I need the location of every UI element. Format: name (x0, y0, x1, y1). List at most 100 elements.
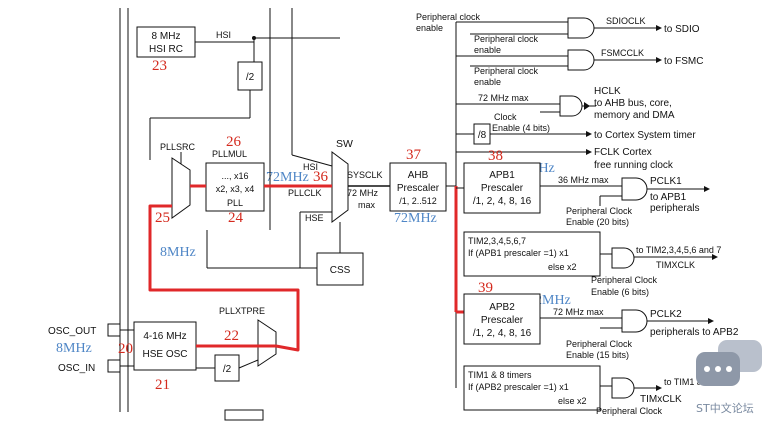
sysclk-max-line2: max (358, 200, 376, 210)
tim1-line1: TIM1 & 8 timers (468, 370, 532, 380)
fsmc-en-line2: enable (474, 77, 501, 87)
sdio-en-line2: enable (474, 45, 501, 55)
hsi-to-sw (291, 154, 333, 167)
apb2-prescaler-box (463, 293, 541, 345)
pll-line3: PLL (227, 198, 243, 208)
apb1-line1: APB1 (489, 170, 515, 181)
annotation-36: 36 (313, 169, 329, 185)
chat-dot-3 (726, 366, 732, 372)
clock-en-line1: Clock (494, 112, 517, 122)
pll-line2: x2, x3, x4 (216, 184, 255, 194)
pllmul-label: PLLMUL (212, 149, 247, 159)
ahb-line1: AHB (408, 170, 429, 181)
sdioclk-label: SDIOCLK (606, 16, 646, 26)
annotation-22: 22 (224, 328, 239, 344)
hclk-and-gate (559, 95, 583, 117)
cortex-arrow (586, 131, 592, 137)
hclk-line2: to AHB bus, core, (594, 98, 672, 109)
sdio-arrow (656, 25, 662, 31)
pllxtpre-label: PLLXTPRE (219, 306, 265, 316)
tim1-line3: else x2 (558, 396, 587, 406)
to-sdio-label: to SDIO (664, 24, 700, 35)
css-box (316, 252, 364, 286)
annotation-21: 21 (155, 377, 170, 393)
apb1-line3: /1, 2, 4, 8, 16 (473, 196, 532, 207)
freq-72mhz-ahb: 72MHz (394, 211, 437, 226)
annotation-26: 26 (226, 134, 242, 150)
highlight-path-hse (148, 204, 300, 352)
pclk1-line3: peripherals (650, 203, 699, 214)
osc-in-label: OSC_IN (58, 363, 95, 374)
tim2-line2: If (APB1 prescaler =1) x1 (468, 248, 569, 258)
hse-osc-line1: 4-16 MHz (143, 331, 186, 342)
pclk2-en-line1: Peripheral Clock (566, 339, 633, 349)
hsi-rc-line1: 8 MHz (152, 31, 181, 42)
tim2-line3: else x2 (548, 262, 577, 272)
hsi-label: HSI (216, 30, 231, 40)
fsmc-arrow (656, 57, 662, 63)
pclk1-en-line2: Enable (20 bits) (566, 217, 629, 227)
osc-out-label: OSC_OUT (48, 326, 96, 337)
hse-osc-line2: HSE OSC (142, 349, 187, 360)
tim2-box (463, 231, 601, 277)
tim2-en-line1: Peripheral Clock (591, 275, 658, 285)
chat-dot-1 (704, 366, 710, 372)
annotation-25: 25 (155, 210, 170, 226)
hse-div2-label: /2 (223, 364, 232, 375)
cortex-timer-label: to Cortex System timer (594, 130, 696, 141)
periph-top-line2: enable (416, 23, 443, 33)
div2-to-mux (238, 359, 259, 369)
watermark-text: ST中文论坛 (696, 401, 754, 415)
hclk-max-label: 72 MHz max (478, 93, 529, 103)
tim2-line1: TIM2,3,4,5,6,7 (468, 236, 526, 246)
osc-out-pin (107, 323, 121, 337)
annotation-24: 24 (228, 210, 244, 226)
pclk2-and-gate (621, 309, 648, 333)
pclk1-arrow (704, 186, 710, 192)
pllsrc-label: PLLSRC (160, 142, 196, 152)
apb2-line1: APB2 (489, 302, 515, 313)
annotation-39: 39 (478, 280, 493, 296)
pclk1-en-line1: Peripheral Clock (566, 206, 633, 216)
chat-dot-2 (715, 366, 721, 372)
tim1-arrow (656, 385, 662, 391)
sw-hsi-input: HSI (303, 162, 318, 172)
osc-in-pin (107, 359, 121, 373)
apb2-line3: /1, 2, 4, 8, 16 (473, 328, 532, 339)
hsi-rc-line2: HSI RC (149, 44, 183, 55)
bottom-stub-box (224, 409, 264, 421)
fsmcclk-label: FSMCCLK (601, 48, 644, 58)
tim2-arrow (712, 254, 718, 260)
sw-hse-input: HSE (305, 213, 324, 223)
pclk2-arrow (708, 318, 714, 324)
tim2-en-line2: Enable (6 bits) (591, 287, 649, 297)
apb1-prescaler-box (463, 162, 541, 214)
freq-8mhz-mid: 8MHz (160, 245, 196, 260)
fclk-line1: FCLK Cortex (594, 147, 652, 158)
fsmc-and-gate (567, 49, 595, 71)
clock-en-line2: Enable (4 bits) (492, 123, 550, 133)
periph-top-line1: Peripheral clock (416, 12, 481, 22)
sdio-en-line1: Peripheral clock (474, 34, 539, 44)
pllxtpre-mux (257, 319, 277, 367)
sw-label: SW (336, 138, 353, 150)
freq-8mhz-osc: 8MHz (56, 341, 92, 356)
to-tim2-label: to TIM2,3,4,5,6 and 7 (636, 245, 721, 255)
css-label: CSS (330, 265, 351, 276)
pclk1-line1: PCLK1 (650, 176, 682, 187)
hse-osc-box (133, 321, 197, 371)
apb1-max-label: 36 MHz max (558, 175, 609, 185)
pclk1-and-gate (621, 177, 648, 201)
watermark: ST中文论坛 (696, 340, 762, 415)
to-fsmc-label: to FSMC (664, 56, 703, 67)
sw-mux (331, 151, 349, 223)
hclk-line1: HCLK (594, 86, 621, 97)
fclk-arrow (586, 149, 592, 155)
ahb-line3: /1, 2..512 (399, 196, 437, 206)
tim1-en-partial: Peripheral Clock (596, 406, 663, 416)
fclk-line2: free running clock (594, 160, 674, 171)
sysclk-max-line1: 72 MHz (347, 188, 379, 198)
freq-72mhz-pll: 72MHz (266, 170, 309, 185)
apb1-line2: Prescaler (481, 183, 524, 194)
